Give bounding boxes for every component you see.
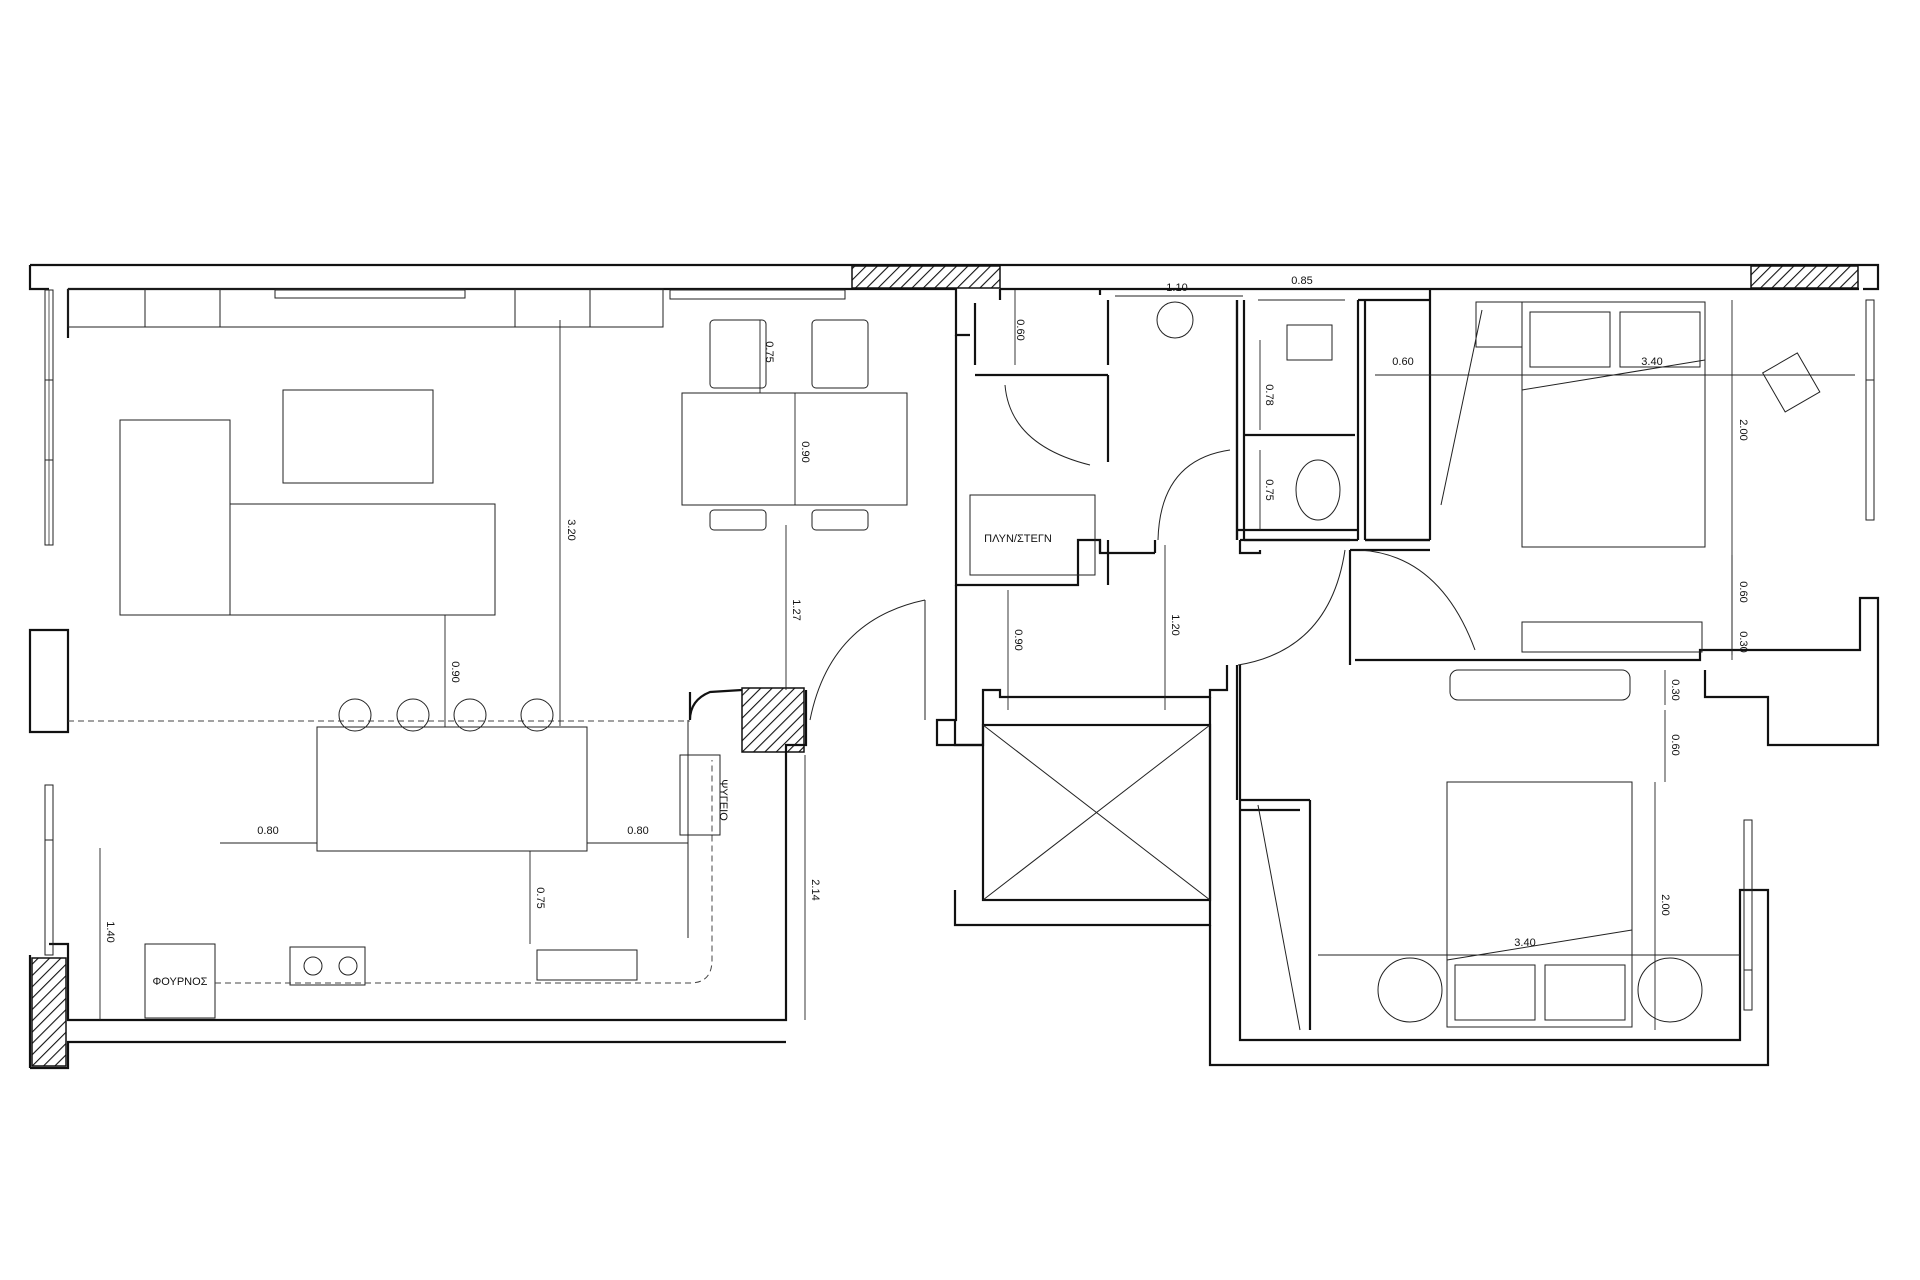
dining-table [681, 392, 908, 506]
dim-label: 0.30 [1669, 679, 1681, 700]
bedroom-2 [1377, 669, 1703, 1028]
dim-label: 0.60 [1014, 319, 1026, 340]
dim-label: 3.20 [565, 519, 577, 540]
bed [1446, 781, 1633, 1028]
living-room [67, 288, 664, 616]
bench [1521, 621, 1703, 653]
bedroom-1 [1475, 301, 1821, 653]
dim-label: 0.60 [1392, 356, 1413, 368]
sofa [229, 503, 496, 616]
kitchen-island [316, 726, 588, 852]
dim-label: 2.00 [1659, 894, 1671, 915]
hob [289, 946, 366, 986]
dim-label: 0.78 [1263, 384, 1275, 405]
stool [396, 698, 430, 732]
sink [536, 949, 638, 981]
dim-label: 0.90 [1012, 629, 1024, 650]
chair [709, 509, 767, 531]
washer-dryer [969, 494, 1096, 576]
dim-label: 0.75 [534, 887, 546, 908]
kitchen [144, 698, 721, 1019]
stool [520, 698, 554, 732]
stool [338, 698, 372, 732]
dim-label: 2.00 [1737, 419, 1749, 440]
dim-label: 0.60 [1737, 581, 1749, 602]
internal-walls [688, 289, 1880, 1067]
dim-label: 0.30 [1737, 631, 1749, 652]
dim-label: 1.27 [790, 599, 802, 620]
chair [709, 319, 767, 389]
dim-label: 0.80 [627, 825, 648, 837]
bed [1521, 301, 1706, 548]
stool [453, 698, 487, 732]
chair [811, 509, 869, 531]
dimension-labels: 1.10 0.85 0.60 0.60 3.40 2.00 0.60 0.30 … [104, 275, 1749, 949]
dim-label: 0.90 [799, 441, 811, 462]
fridge-label: ΨΥΓΕΙΟ [717, 779, 729, 821]
dim-label: 0.90 [449, 661, 461, 682]
outer-walls [28, 263, 1880, 1070]
dim-label: 0.75 [763, 341, 775, 362]
desk-chair [1761, 352, 1821, 413]
wc [1295, 459, 1341, 521]
dim-label: 2.14 [809, 879, 821, 900]
dim-label: 3.40 [1641, 356, 1662, 368]
fridge [679, 754, 721, 836]
dim-label: 0.60 [1669, 734, 1681, 755]
windows [44, 289, 1875, 1011]
room-labels: ΨΥΓΕΙΟ ΦΟΥΡΝΟΣ ΠΛΥΝ/ΣΤΕΓΝ [153, 533, 1052, 988]
pillow [1544, 964, 1626, 1021]
dining [681, 319, 908, 531]
dimension-lines [99, 290, 1855, 1030]
dim-label: 0.80 [257, 825, 278, 837]
pillow [1454, 964, 1536, 1021]
bench [1449, 669, 1631, 701]
dim-label: 0.75 [1263, 479, 1275, 500]
washer-dryer-label: ΠΛΥΝ/ΣΤΕΓΝ [984, 533, 1052, 545]
tv-unit [282, 389, 434, 484]
wc-cistern [1286, 324, 1333, 361]
bathroom [969, 301, 1341, 576]
dim-label: 1.10 [1166, 282, 1187, 294]
dim-label: 3.40 [1514, 937, 1535, 949]
oven [144, 943, 216, 1019]
doors [809, 309, 1483, 1031]
sofa-chaise [119, 419, 231, 616]
oven-label: ΦΟΥΡΝΟΣ [153, 976, 208, 988]
pillow [1529, 311, 1611, 368]
sink [1156, 301, 1194, 339]
dim-label: 1.40 [104, 921, 116, 942]
nightstand [1377, 957, 1443, 1023]
chair [811, 319, 869, 389]
dim-label: 0.85 [1291, 275, 1312, 287]
dim-label: 1.20 [1169, 614, 1181, 635]
nightstand [1637, 957, 1703, 1023]
